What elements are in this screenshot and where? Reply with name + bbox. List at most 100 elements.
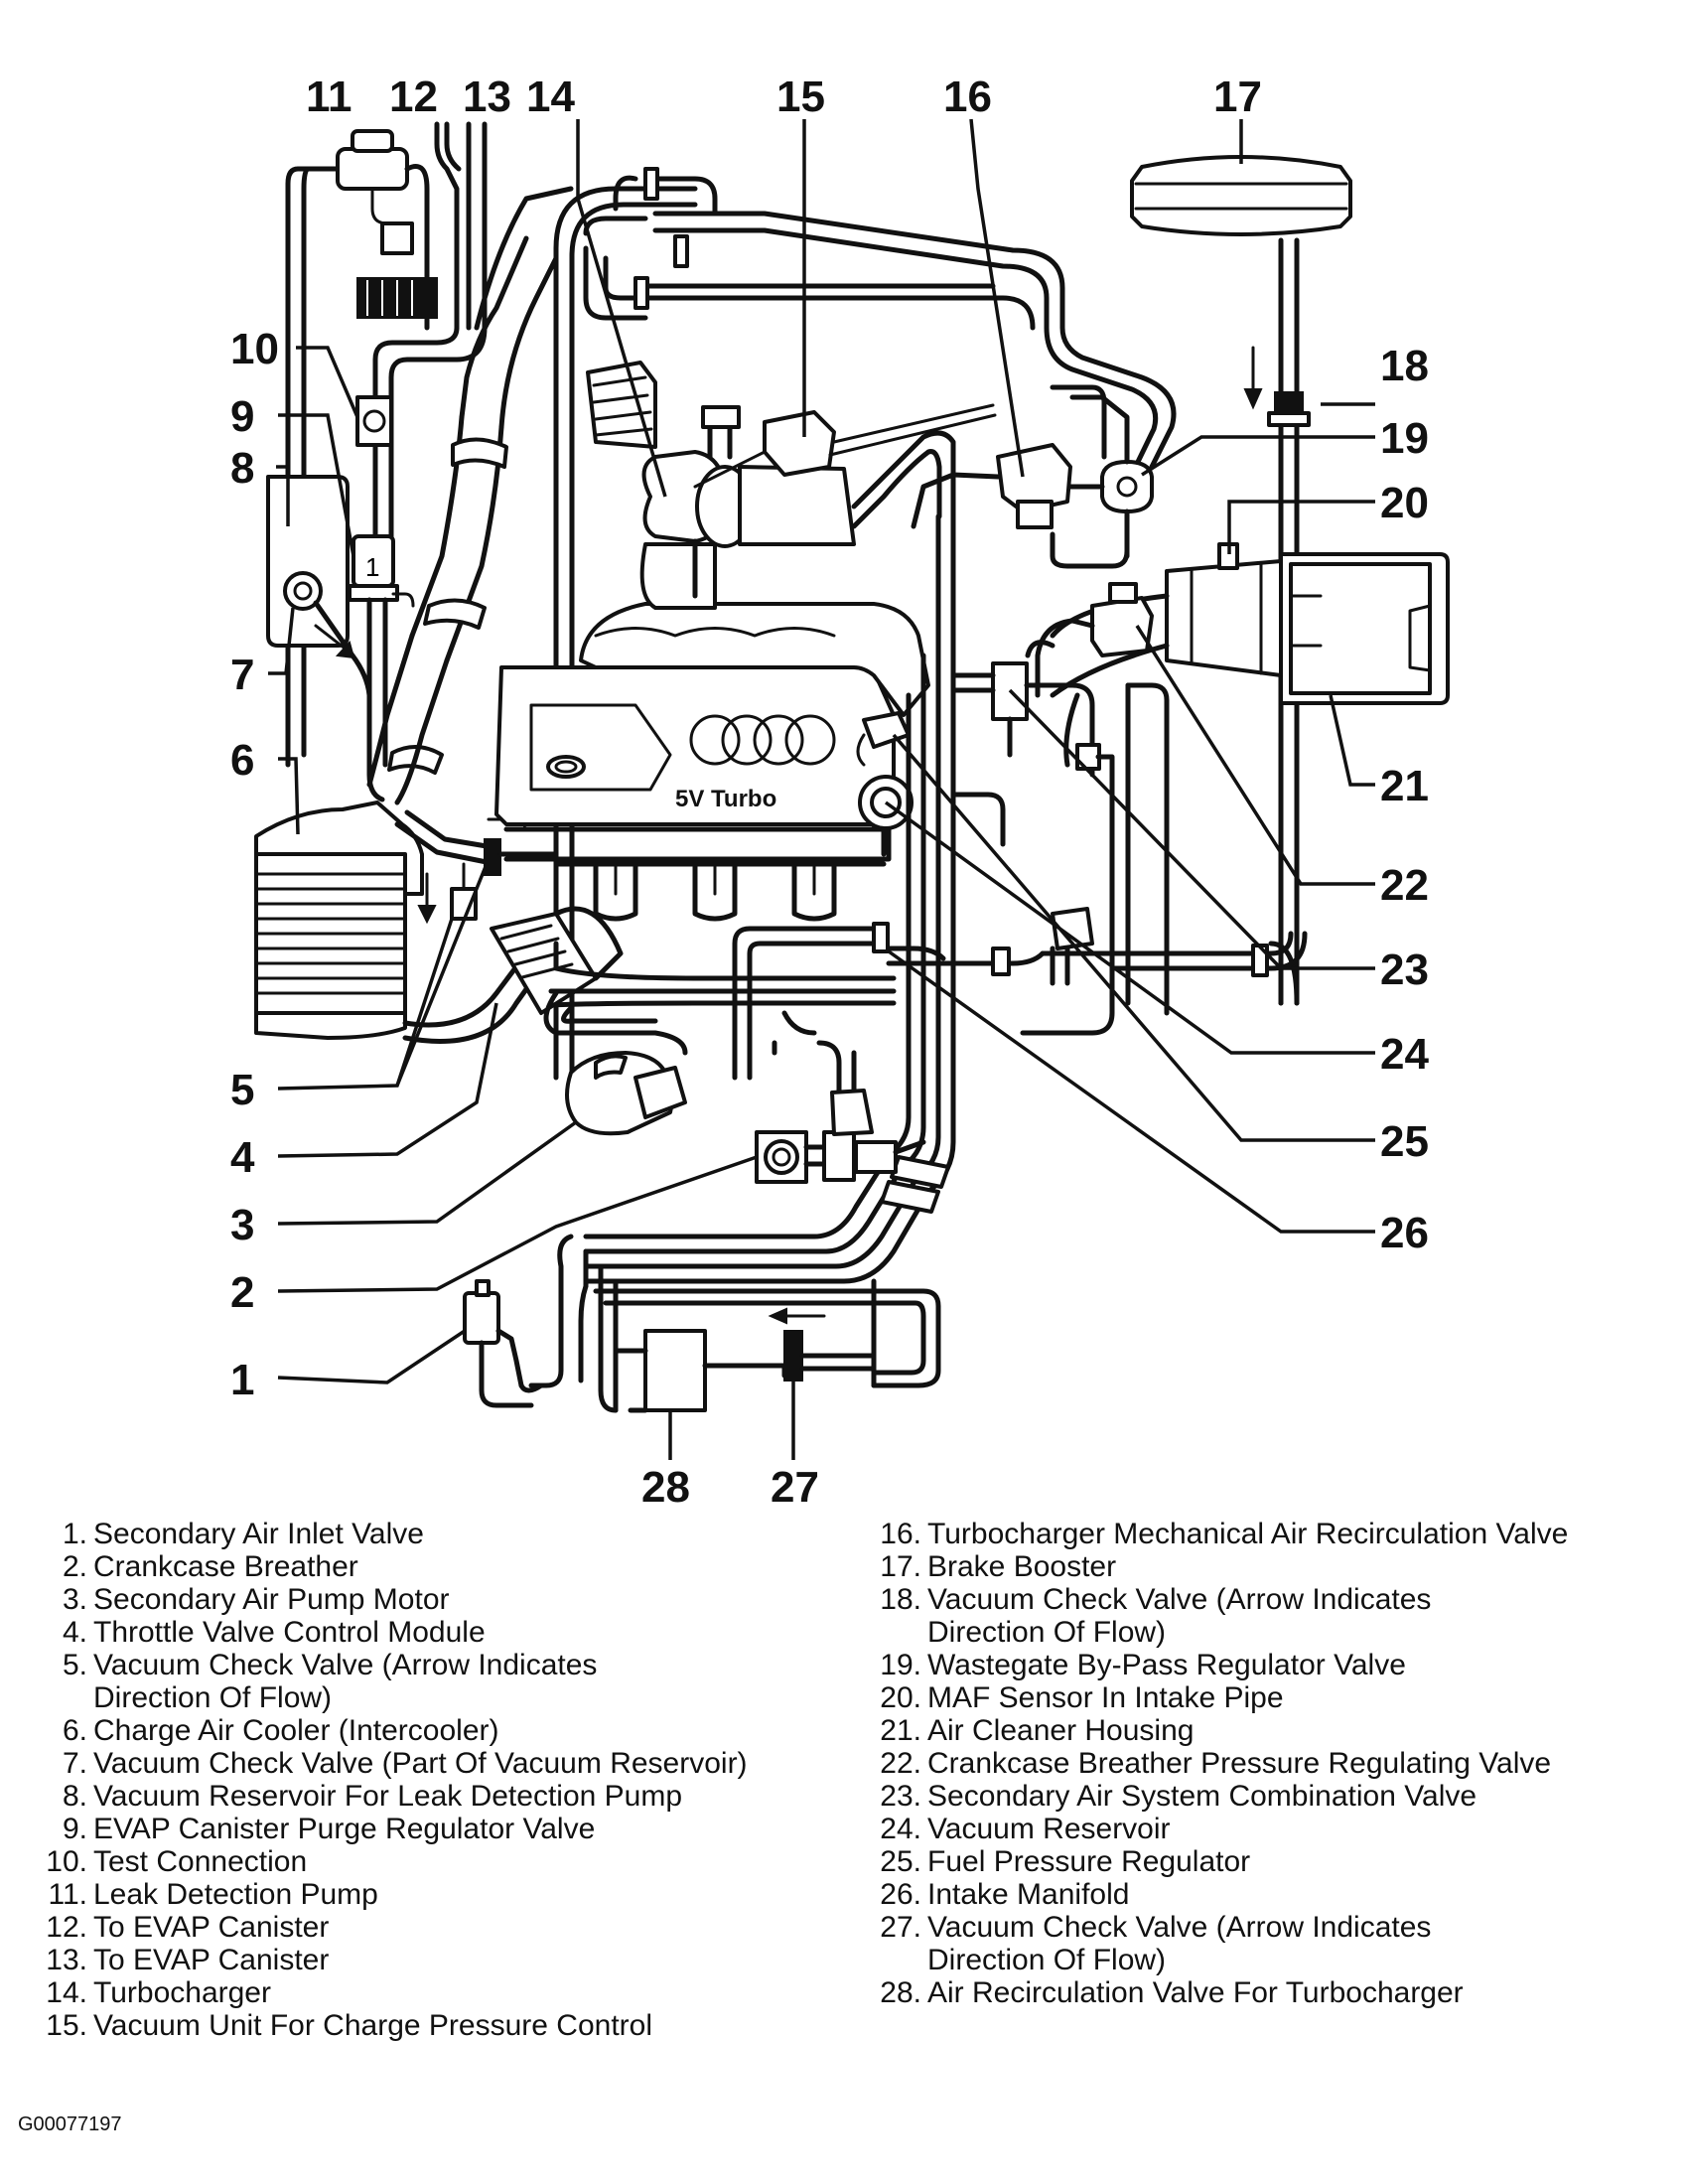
legend-item-number — [874, 1616, 927, 1649]
callout-4: 4 — [230, 1133, 255, 1182]
legend-item: 9.EVAP Canister Purge Regulator Valve — [40, 1813, 834, 1845]
legend-item-text: Secondary Air System Combination Valve — [927, 1780, 1477, 1813]
legend-item-text: Crankcase Breather Pressure Regulating V… — [927, 1747, 1552, 1780]
legend-item-number: 23. — [880, 1780, 921, 1813]
callout-19: 19 — [1380, 414, 1429, 463]
legend-item-number: 7. — [62, 1747, 87, 1780]
legend-item-number — [874, 1944, 927, 1976]
legend-item-text: Leak Detection Pump — [93, 1878, 378, 1911]
legend-item-text: Secondary Air Inlet Valve — [93, 1518, 424, 1550]
callout-11: 11 — [306, 73, 352, 121]
legend-item: 5.Vacuum Check Valve (Arrow Indicates — [40, 1649, 834, 1681]
legend-item-number: 9. — [62, 1813, 87, 1845]
legend-item-text: Direction Of Flow) — [927, 1616, 1167, 1649]
callout-10: 10 — [230, 325, 279, 373]
legend-item: 1.Secondary Air Inlet Valve — [40, 1518, 834, 1550]
legend-item: 20.MAF Sensor In Intake Pipe — [874, 1681, 1678, 1714]
legend-item-text: Vacuum Check Valve (Part Of Vacuum Reser… — [93, 1747, 748, 1780]
callout-13: 13 — [463, 73, 511, 121]
vacuum-reservoir-ldp — [266, 475, 350, 648]
legend-item: 13.To EVAP Canister — [40, 1944, 834, 1976]
legend-item: 11.Leak Detection Pump — [40, 1878, 834, 1911]
callout-18: 18 — [1380, 342, 1429, 390]
secondary-air-pump-motor — [565, 1051, 687, 1136]
legend-item-number: 21. — [880, 1714, 921, 1747]
legend-item-text: Turbocharger — [93, 1976, 271, 2009]
legend-item: Direction Of Flow) — [874, 1616, 1678, 1649]
engine-logo-text: 5V Turbo — [675, 786, 776, 812]
audi-logo — [689, 714, 836, 766]
legend-item-number — [40, 1681, 93, 1714]
vacuum-check-valve-27 — [768, 1307, 826, 1382]
crankcase-breather-pressure-regulating-valve — [1035, 582, 1154, 698]
legend-item-number: 20. — [880, 1681, 921, 1714]
legend-item: 8.Vacuum Reservoir For Leak Detection Pu… — [40, 1780, 834, 1813]
legend-item: 25.Fuel Pressure Regulator — [874, 1845, 1678, 1878]
legend-item: 10.Test Connection — [40, 1845, 834, 1878]
air-cleaner-housing — [1279, 552, 1450, 705]
legend-item: 15.Vacuum Unit For Charge Pressure Contr… — [40, 2009, 834, 2042]
callout-3: 3 — [230, 1201, 254, 1249]
secondary-air-system-combination-valve — [991, 661, 1029, 758]
vacuum-check-valve-18 — [1267, 391, 1311, 427]
vacuum-hose-routing-diagram: 1 — [230, 73, 1450, 1512]
legend-item-text: Intake Manifold — [927, 1878, 1130, 1911]
legend-item: 23.Secondary Air System Combination Valv… — [874, 1780, 1678, 1813]
callout-14: 14 — [526, 73, 575, 121]
callout-16: 16 — [943, 73, 992, 121]
legend-item: 27.Vacuum Check Valve (Arrow Indicates — [874, 1911, 1678, 1944]
legend-item-number: 2. — [62, 1550, 87, 1583]
callout-9: 9 — [230, 392, 254, 441]
legend-item-text: Turbocharger Mechanical Air Recirculatio… — [927, 1518, 1569, 1550]
legend-item-text: Fuel Pressure Regulator — [927, 1845, 1251, 1878]
legend-item: 19.Wastegate By-Pass Regulator Valve — [874, 1649, 1678, 1681]
legend-item-number: 22. — [880, 1747, 921, 1780]
legend-item-text: Direction Of Flow) — [927, 1944, 1167, 1976]
legend-item-text: To EVAP Canister — [93, 1911, 330, 1944]
legend-item-number: 10. — [46, 1845, 87, 1878]
callout-27: 27 — [771, 1463, 819, 1512]
legend-item-text: MAF Sensor In Intake Pipe — [927, 1681, 1284, 1714]
legend-item-text: Wastegate By-Pass Regulator Valve — [927, 1649, 1406, 1681]
legend-item-number: 24. — [880, 1813, 921, 1845]
legend-item-text: Throttle Valve Control Module — [93, 1616, 486, 1649]
turbocharger — [639, 450, 856, 610]
legend-item-number: 16. — [880, 1518, 921, 1550]
callout-25: 25 — [1380, 1117, 1429, 1166]
leader-lines — [268, 118, 1375, 1460]
legend-item-text: Vacuum Unit For Charge Pressure Control — [93, 2009, 652, 2042]
legend-item-text: EVAP Canister Purge Regulator Valve — [93, 1813, 596, 1845]
air-recirculation-valve-turbocharger — [613, 1329, 787, 1412]
purge-valve-inline-label: 1 — [365, 552, 379, 582]
legend-item: 21.Air Cleaner Housing — [874, 1714, 1678, 1747]
callout-28: 28 — [641, 1463, 690, 1512]
legend-item-text: Vacuum Check Valve (Arrow Indicates — [927, 1583, 1432, 1616]
legend-item-text: Air Recirculation Valve For Turbocharger — [927, 1976, 1464, 2009]
crankcase-breather — [755, 1130, 808, 1184]
figure-id: G00077197 — [18, 2113, 122, 2135]
legend-item: 22.Crankcase Breather Pressure Regulatin… — [874, 1747, 1678, 1780]
legend-item: 17.Brake Booster — [874, 1550, 1678, 1583]
legend-item-number: 26. — [880, 1878, 921, 1911]
vacuum-check-valve-7 — [283, 571, 323, 611]
legend-item-text: Vacuum Check Valve (Arrow Indicates — [927, 1911, 1432, 1944]
legend-item-number: 4. — [62, 1616, 87, 1649]
secondary-air-inlet-valve — [463, 1279, 534, 1408]
legend-column-right: 16.Turbocharger Mechanical Air Recircula… — [874, 1518, 1678, 2009]
legend-item: 2.Crankcase Breather — [40, 1550, 834, 1583]
callout-5: 5 — [230, 1066, 254, 1114]
callout-15: 15 — [776, 73, 825, 121]
legend-item-number: 15. — [46, 2009, 87, 2042]
callout-1: 1 — [230, 1356, 254, 1404]
test-connection — [355, 395, 393, 447]
legend-item: 18.Vacuum Check Valve (Arrow Indicates — [874, 1583, 1678, 1616]
legend-item-text: To EVAP Canister — [93, 1944, 330, 1976]
callout-21: 21 — [1380, 762, 1429, 810]
legend-item-number: 27. — [880, 1911, 921, 1944]
callout-22: 22 — [1380, 861, 1429, 910]
callout-12: 12 — [389, 73, 438, 121]
legend-item: Direction Of Flow) — [40, 1681, 834, 1714]
legend-item-text: Vacuum Reservoir — [927, 1813, 1171, 1845]
legend-item: 12.To EVAP Canister — [40, 1911, 834, 1944]
